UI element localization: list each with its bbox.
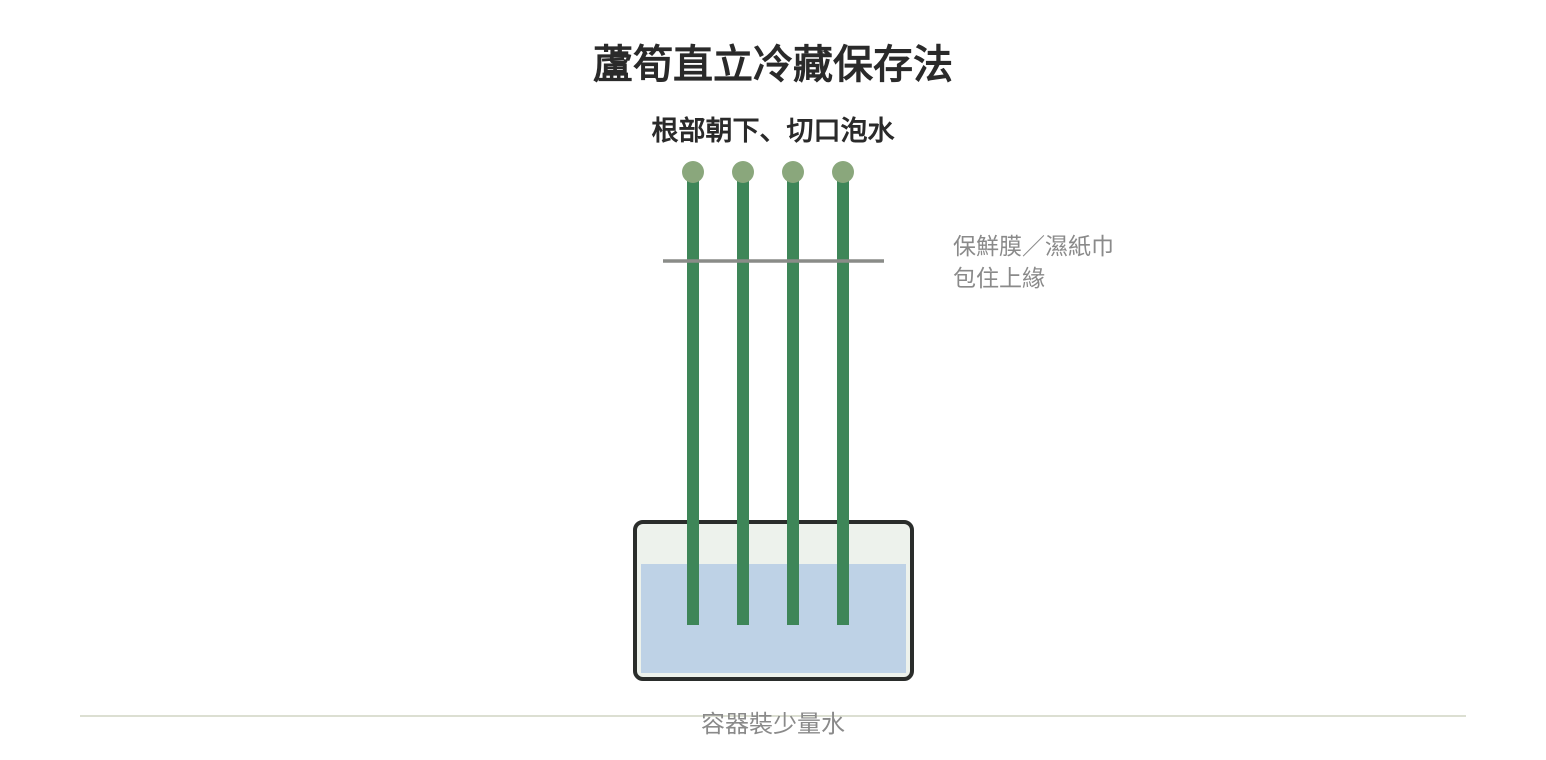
asparagus-tip: [832, 161, 854, 183]
water-container: [633, 520, 914, 681]
diagram-subtitle: 根部朝下、切口泡水: [652, 115, 896, 147]
container-label: 容器裝少量水: [701, 710, 845, 738]
asparagus-tip: [682, 161, 704, 183]
asparagus-stalk: [687, 172, 699, 625]
diagram-title: 蘆筍直立冷藏保存法: [593, 42, 953, 88]
wrap-label-line-2: 包住上緣: [953, 266, 1045, 292]
asparagus-group: [682, 161, 854, 625]
asparagus-stalk: [787, 172, 799, 625]
asparagus-stalk: [837, 172, 849, 625]
asparagus-tip: [782, 161, 804, 183]
wrap-label-line-1: 保鮮膜／濕紙巾: [953, 234, 1114, 260]
asparagus-tip: [732, 161, 754, 183]
water-fill: [641, 564, 906, 673]
asparagus-stalk: [737, 172, 749, 625]
